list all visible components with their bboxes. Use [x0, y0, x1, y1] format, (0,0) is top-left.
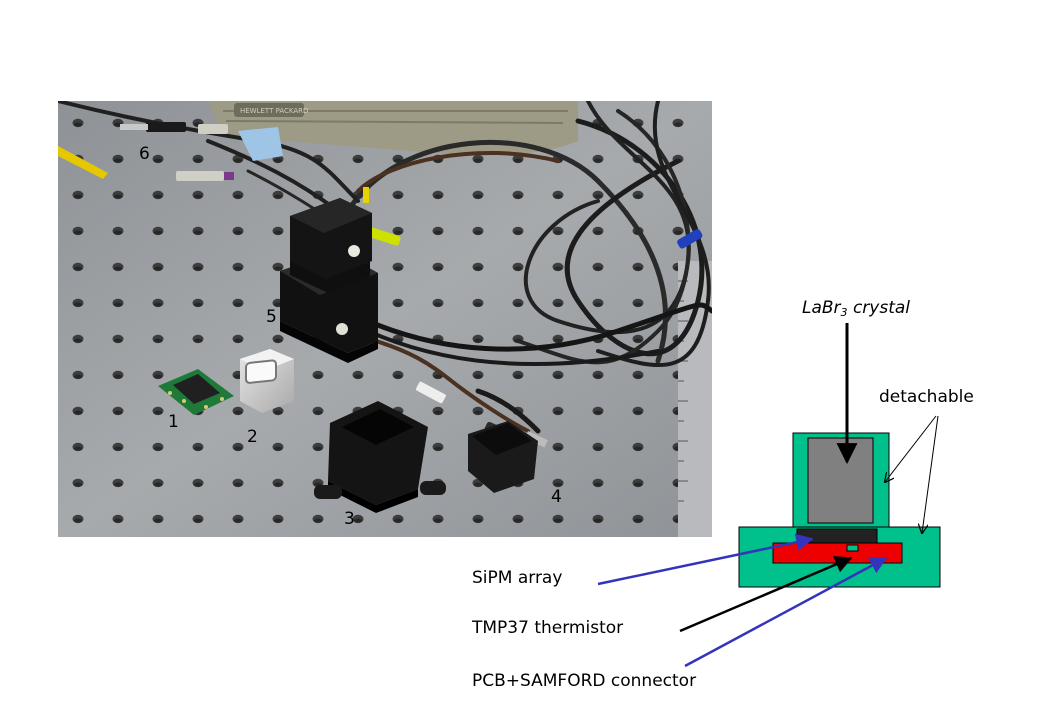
sipm-arrow — [597, 533, 814, 586]
photo-label-4: 4 — [551, 487, 562, 507]
photo-label-6: 6 — [139, 144, 150, 164]
detachable-label: detachable — [879, 387, 974, 407]
pcb-arrow — [684, 556, 888, 668]
detachable-arrow-top — [885, 415, 937, 482]
detector-assembly — [280, 198, 378, 363]
photo-label-5: 5 — [266, 307, 277, 327]
sipm-board — [158, 369, 234, 415]
photo-label-1: 1 — [168, 412, 179, 432]
pcb-label: PCB+SAMFORD connector — [472, 671, 697, 691]
blue-tag — [238, 127, 283, 161]
hp-brand-text: HEWLETT PACKARD — [240, 107, 308, 115]
hp-logo-plate — [234, 103, 304, 117]
cable-bundle — [58, 101, 712, 434]
thermistor-block — [846, 544, 859, 552]
crystal-label: LaBr3 crystal — [802, 298, 911, 319]
open-housing — [314, 401, 446, 513]
crystal-cube — [240, 349, 294, 413]
yellow-tag — [58, 146, 108, 179]
detachable-arrow-base — [922, 415, 939, 533]
setup-photo: HEWLETT PACKARD — [58, 101, 712, 537]
photo-label-3: 3 — [344, 509, 355, 529]
thermistor-arrow — [679, 556, 853, 633]
housing-lid — [468, 421, 538, 493]
crystal-block — [807, 437, 874, 524]
photo-label-2: 2 — [247, 427, 258, 447]
photo-illustration: HEWLETT PACKARD — [58, 101, 712, 537]
thermistor-label: TMP37 thermistor — [472, 618, 624, 638]
sipm-label: SiPM array — [472, 568, 563, 588]
